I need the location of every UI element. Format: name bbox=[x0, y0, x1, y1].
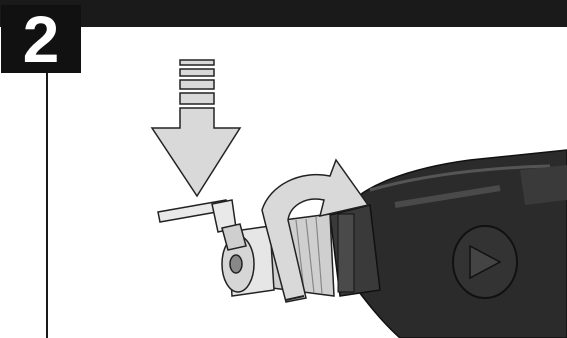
chuck-key-icon bbox=[158, 200, 246, 250]
down-arrow-icon bbox=[152, 60, 240, 196]
step-number-badge: 2 bbox=[1, 5, 81, 73]
step-number: 2 bbox=[23, 6, 60, 72]
drill-icon bbox=[330, 150, 567, 338]
